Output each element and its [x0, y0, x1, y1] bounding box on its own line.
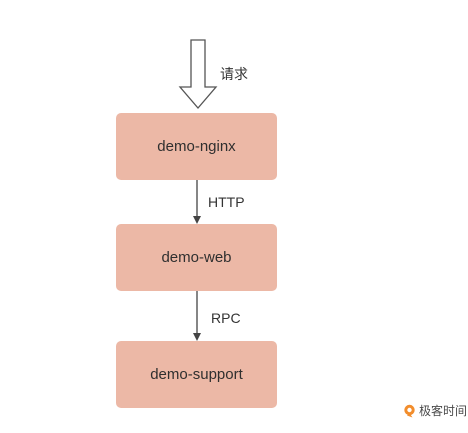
node-label: demo-web [161, 249, 232, 266]
watermark-text: 极客时间 [419, 404, 468, 418]
edge-rpc-arrow [193, 291, 201, 341]
request-label: 请求 [220, 66, 248, 82]
node-demo-web: demo-web [116, 224, 277, 291]
edge-http-arrow [193, 180, 201, 224]
geektime-logo-icon [404, 404, 415, 417]
node-label: demo-support [150, 366, 243, 383]
node-label: demo-nginx [157, 138, 236, 155]
node-demo-support: demo-support [116, 341, 277, 408]
request-arrow [178, 39, 218, 109]
edge-label-rpc: RPC [211, 310, 241, 326]
node-demo-nginx: demo-nginx [116, 113, 277, 180]
watermark-logo: 极客时间 [403, 402, 467, 419]
edge-label-http: HTTP [208, 194, 245, 210]
